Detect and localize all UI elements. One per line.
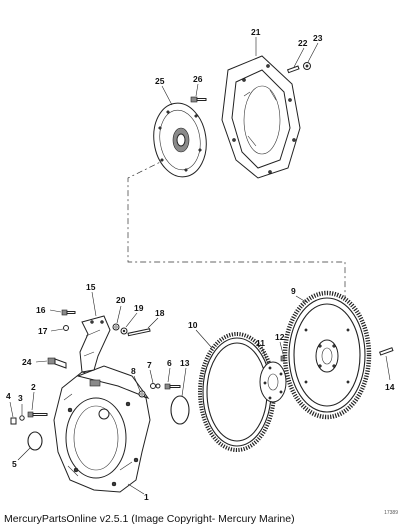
callout-14: 14 xyxy=(385,382,395,392)
flywheel-housing-1[interactable] xyxy=(53,365,151,493)
callout-8: 8 xyxy=(131,366,136,376)
exploded-parts-diagram: 1 2 3 4 5 6 7 8 9 10 11 12 13 14 15 16 1… xyxy=(6,27,395,502)
bolt-26[interactable] xyxy=(190,96,207,103)
callout-4: 4 xyxy=(6,391,11,401)
figure-code: 17389 xyxy=(384,510,398,516)
bolt-16[interactable] xyxy=(61,309,76,316)
bracket-15[interactable] xyxy=(79,315,111,373)
callout-20: 20 xyxy=(116,295,126,305)
callout-25: 25 xyxy=(155,76,165,86)
callout-6: 6 xyxy=(167,358,172,368)
callout-24: 24 xyxy=(22,357,32,367)
bolt-6[interactable] xyxy=(164,383,181,390)
callout-13: 13 xyxy=(180,358,190,368)
nut-19[interactable] xyxy=(120,327,128,335)
callout-22: 22 xyxy=(298,38,308,48)
washer-8[interactable] xyxy=(138,390,146,398)
callout-16: 16 xyxy=(36,305,46,315)
flywheel-9[interactable] xyxy=(282,290,372,420)
adapter-plate-11[interactable] xyxy=(259,361,287,403)
callout-7: 7 xyxy=(147,360,152,370)
stud-22[interactable] xyxy=(286,65,300,74)
fitting-4[interactable] xyxy=(10,417,17,425)
callout-10: 10 xyxy=(188,320,198,330)
callout-23: 23 xyxy=(313,33,323,43)
alignment-line xyxy=(127,139,346,305)
stud-18[interactable] xyxy=(127,328,151,337)
callout-2: 2 xyxy=(31,382,36,392)
drive-plate-25[interactable] xyxy=(149,100,211,181)
callout-18: 18 xyxy=(155,308,165,318)
washer-7[interactable] xyxy=(150,383,161,389)
callout-11: 11 xyxy=(256,338,265,348)
bell-housing-21[interactable] xyxy=(221,55,301,179)
callout-26: 26 xyxy=(193,74,203,84)
callout-1: 1 xyxy=(144,492,149,502)
washer-17[interactable] xyxy=(63,325,69,331)
copyright-footer: MercuryPartsOnline v2.5.1 (Image Copyrig… xyxy=(4,513,295,525)
washer-20[interactable] xyxy=(112,323,120,331)
bolt-2[interactable] xyxy=(27,411,48,418)
nut-23[interactable] xyxy=(303,62,311,70)
seal-ring-13[interactable] xyxy=(170,395,190,425)
callout-3: 3 xyxy=(18,393,23,403)
callout-21: 21 xyxy=(251,27,261,37)
callout-12: 12 xyxy=(275,332,285,342)
callout-19: 19 xyxy=(134,303,144,313)
dowel-pin-14[interactable] xyxy=(379,347,394,356)
washer-3[interactable] xyxy=(19,415,25,421)
callout-15: 15 xyxy=(86,282,96,292)
seal-ring-5[interactable] xyxy=(27,431,43,451)
callout-17: 17 xyxy=(38,326,48,336)
callout-9: 9 xyxy=(291,286,296,296)
callout-5: 5 xyxy=(12,459,17,469)
sender-24[interactable] xyxy=(47,357,67,369)
